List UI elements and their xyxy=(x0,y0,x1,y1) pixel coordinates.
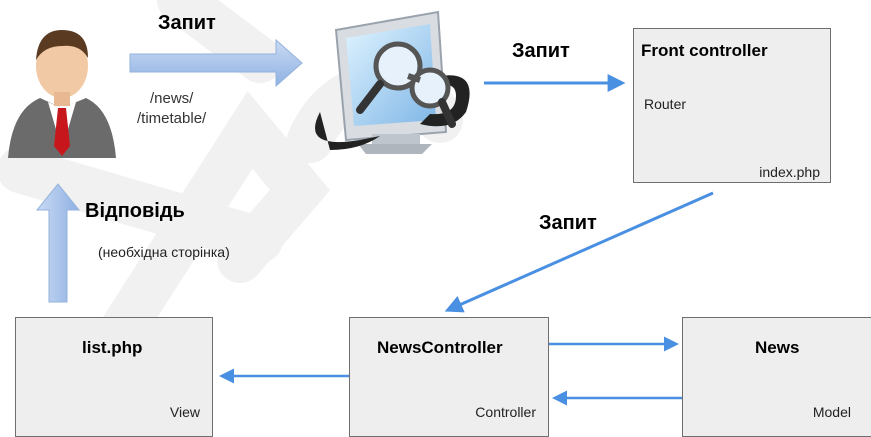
response-arrow xyxy=(35,183,81,303)
response-note: (необхідна сторінка) xyxy=(98,244,230,260)
index-php-label: index.php xyxy=(759,164,820,180)
view-box-title: list.php xyxy=(82,338,143,357)
path-timetable: /timetable/ xyxy=(137,110,207,127)
front-controller-title: Front controller xyxy=(641,41,768,60)
model-box: News Model xyxy=(682,317,871,437)
controller-box-title: NewsController xyxy=(377,338,503,357)
controller-role-label: Controller xyxy=(475,404,536,420)
view-role-label: View xyxy=(169,404,200,420)
model-role-label: Model xyxy=(812,404,851,420)
request-arrow-front-newscontroller xyxy=(444,191,714,313)
request-label-1: Запит xyxy=(158,12,216,34)
model-box-title: News xyxy=(755,338,800,357)
request-label-2: Запит xyxy=(512,40,570,62)
response-label: Відповідь xyxy=(85,200,185,222)
router-label: Router xyxy=(644,96,687,112)
user-icon xyxy=(8,30,116,158)
request-arrow-user-browser xyxy=(129,38,303,88)
browser-search-icon xyxy=(315,10,470,154)
path-news: /news/ xyxy=(150,90,194,107)
request-label-3: Запит xyxy=(539,212,597,234)
view-box: list.php View xyxy=(15,317,213,437)
front-controller-box: Front controller Router index.php xyxy=(633,28,831,183)
controller-box: NewsController Controller xyxy=(349,317,549,437)
